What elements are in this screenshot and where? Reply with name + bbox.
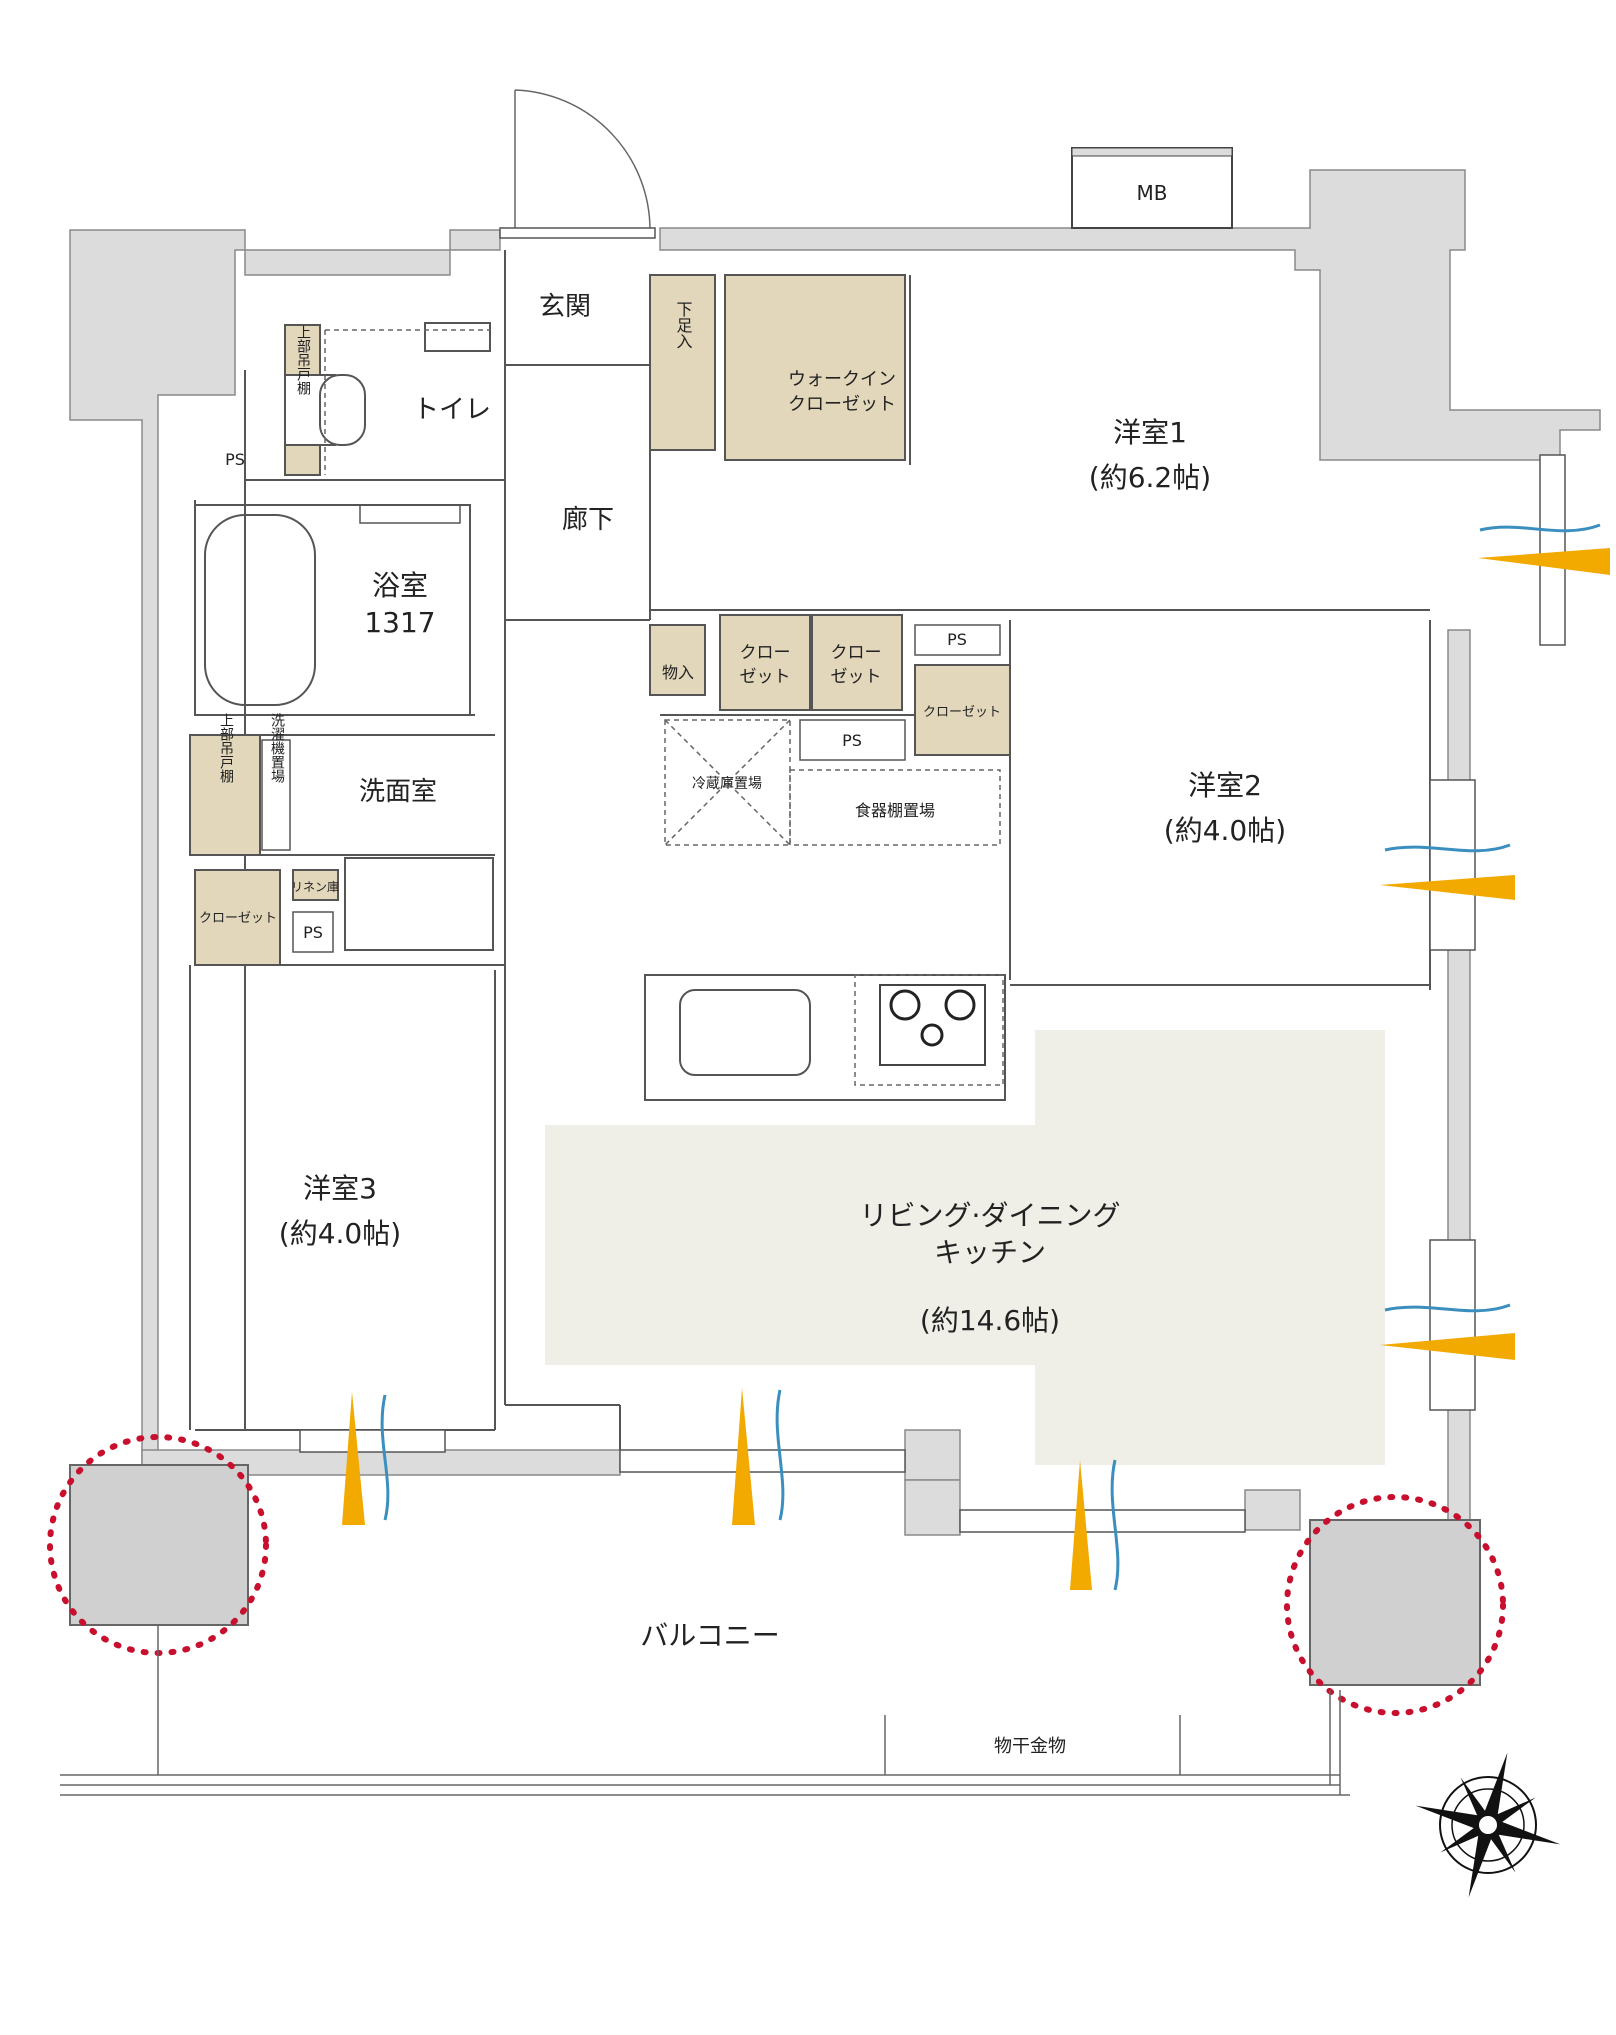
walk-in-closet-label-1: ウォークイン bbox=[788, 369, 896, 390]
western-room-3-size: (約4.0帖) bbox=[279, 1217, 401, 1250]
column-right bbox=[1284, 1494, 1506, 1716]
storage-label: 物入 bbox=[662, 663, 694, 682]
entrance-label: 玄関 bbox=[539, 292, 591, 322]
closet-2-line-2: ゼット bbox=[831, 667, 882, 687]
closet-western-2-label: クローゼット bbox=[923, 705, 1001, 720]
bath-name: 浴室 bbox=[372, 569, 428, 602]
kitchen-spaces bbox=[664, 719, 1001, 846]
western-room-2-name: 洋室2 bbox=[1188, 769, 1262, 802]
upper-cabinet-toilet-label: 上部吊戸棚 bbox=[295, 325, 311, 395]
bath-size: 1317 bbox=[364, 606, 435, 639]
entrance-door bbox=[499, 89, 656, 239]
storage-blocks bbox=[649, 274, 1011, 761]
ldk-label-line-2: キッチン bbox=[934, 1236, 1046, 1269]
kitchen-sink-icon bbox=[679, 989, 811, 1076]
toilet-label: トイレ bbox=[413, 395, 491, 425]
corridor-label: 廊下 bbox=[562, 505, 614, 535]
walk-in-closet-label-2: クローゼット bbox=[788, 394, 896, 415]
meter-box bbox=[1071, 147, 1233, 229]
ldk-size: (約14.6帖) bbox=[920, 1304, 1060, 1337]
gas-stove-icon bbox=[854, 974, 1004, 1086]
ps-label-toilet: PS bbox=[225, 450, 245, 469]
ps-label-hall: PS bbox=[947, 630, 967, 649]
washroom-label: 洗面室 bbox=[359, 777, 437, 807]
closet-2-line-1: クロー bbox=[831, 643, 882, 663]
airflow-indicators bbox=[342, 523, 1610, 1591]
upper-cabinet-wash-label: 上部吊戸棚 bbox=[218, 713, 234, 783]
western-room-3-name: 洋室3 bbox=[303, 1172, 377, 1205]
toilet-area bbox=[284, 322, 491, 476]
closet-1-line-1: クロー bbox=[740, 643, 791, 663]
column-left bbox=[47, 1434, 269, 1656]
laundry-rod-label: 物干金物 bbox=[994, 1736, 1066, 1757]
balcony-rail bbox=[60, 1625, 1350, 1796]
ps-label-kitchen: PS bbox=[842, 731, 862, 750]
western-room-1-name: 洋室1 bbox=[1113, 416, 1187, 449]
washer-space-label: 洗濯機置場 bbox=[269, 713, 285, 783]
linen-label: リネン庫 bbox=[291, 880, 339, 894]
kitchen-counter bbox=[644, 974, 1006, 1101]
dish-shelf-label: 食器棚置場 bbox=[855, 801, 935, 820]
bathtub-icon bbox=[194, 504, 471, 716]
western-room-2-size: (約4.0帖) bbox=[1164, 814, 1286, 847]
closet-1-line-2: ゼット bbox=[740, 667, 791, 687]
mb-label: MB bbox=[1137, 181, 1168, 205]
compass-rose-icon bbox=[1415, 1752, 1561, 1898]
ldk-label-line-1: リビング·ダイニング bbox=[860, 1199, 1121, 1232]
fridge-space-label: 冷蔵庫置場 bbox=[692, 775, 762, 792]
ps-label-washroom: PS bbox=[303, 923, 323, 942]
closet-washroom-label: クローゼット bbox=[199, 911, 277, 926]
western-room-1-size: (約6.2帖) bbox=[1089, 461, 1211, 494]
shoe-box-label: 下足入 bbox=[674, 301, 693, 349]
ldk-floor bbox=[545, 1030, 1385, 1465]
washroom-fixtures bbox=[189, 734, 494, 966]
balcony-label: バルコニー bbox=[640, 1619, 779, 1652]
windows bbox=[299, 454, 1566, 1533]
